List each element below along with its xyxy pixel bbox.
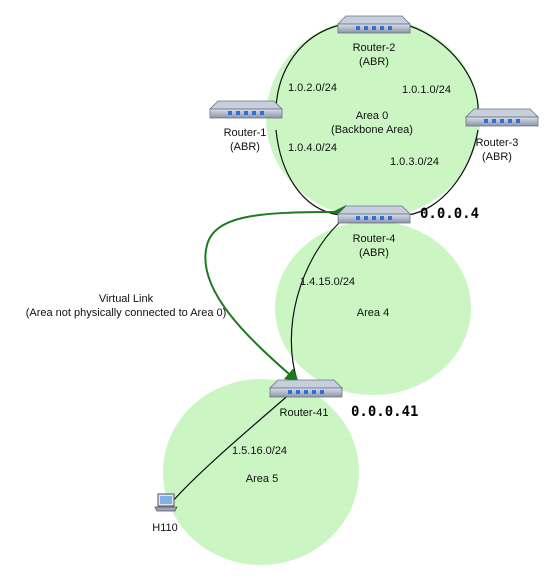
host-h110[interactable] (154, 493, 178, 512)
link-r3-r4 (407, 129, 479, 216)
virtual-link-note: (Area not physically connected to Area 0… (26, 307, 227, 319)
subnet-r4-r41: 1.4.15.0/24 (300, 276, 355, 288)
router-4-role: (ABR) (359, 247, 389, 259)
router-1[interactable] (209, 100, 283, 119)
router-41-name: Router-41 (280, 407, 329, 419)
area-4-name: Area 4 (357, 307, 389, 319)
router-1-name: Router-1 (224, 127, 267, 139)
router-3-name: Router-3 (476, 137, 519, 149)
router-3-role: (ABR) (482, 151, 512, 163)
router-4-id: 0.0.0.4 (420, 206, 479, 222)
router-41[interactable] (269, 379, 343, 398)
area-5-region (163, 379, 359, 565)
virtual-link-arrow (204, 204, 347, 383)
area-5-name: Area 5 (246, 473, 278, 485)
link-r1-r2 (275, 24, 341, 109)
router-1-icon (209, 100, 283, 119)
router-2-icon (337, 15, 411, 34)
subnet-r1-r2: 1.0.2.0/24 (288, 82, 337, 94)
link-r2-r3 (409, 25, 479, 113)
router-2-name: Router-2 (353, 42, 396, 54)
subnet-r1-r4: 1.0.4.0/24 (288, 142, 337, 154)
router-4-icon (337, 205, 411, 224)
router-3-icon (465, 108, 539, 127)
router-41-icon (269, 379, 343, 398)
area-0-region (266, 18, 480, 218)
router-4[interactable] (337, 205, 411, 224)
host-h110-name: H110 (152, 522, 177, 534)
router-4-name: Router-4 (353, 233, 396, 245)
subnet-r41-h110: 1.5.16.0/24 (232, 445, 287, 457)
area-0-name: Area 0 (356, 110, 388, 122)
router-2-role: (ABR) (359, 56, 389, 68)
router-3[interactable] (465, 108, 539, 127)
link-r41-h110 (171, 391, 293, 503)
router-41-id: 0.0.0.41 (351, 404, 418, 420)
router-1-role: (ABR) (230, 141, 260, 153)
virtual-link-title: Virtual Link (99, 293, 154, 305)
area-0-desc: (Backbone Area) (331, 124, 413, 136)
subnet-r2-r3: 1.0.1.0/24 (402, 84, 451, 96)
laptop-icon (154, 493, 178, 512)
router-2[interactable] (337, 15, 411, 34)
subnet-r3-r4: 1.0.3.0/24 (390, 156, 439, 168)
